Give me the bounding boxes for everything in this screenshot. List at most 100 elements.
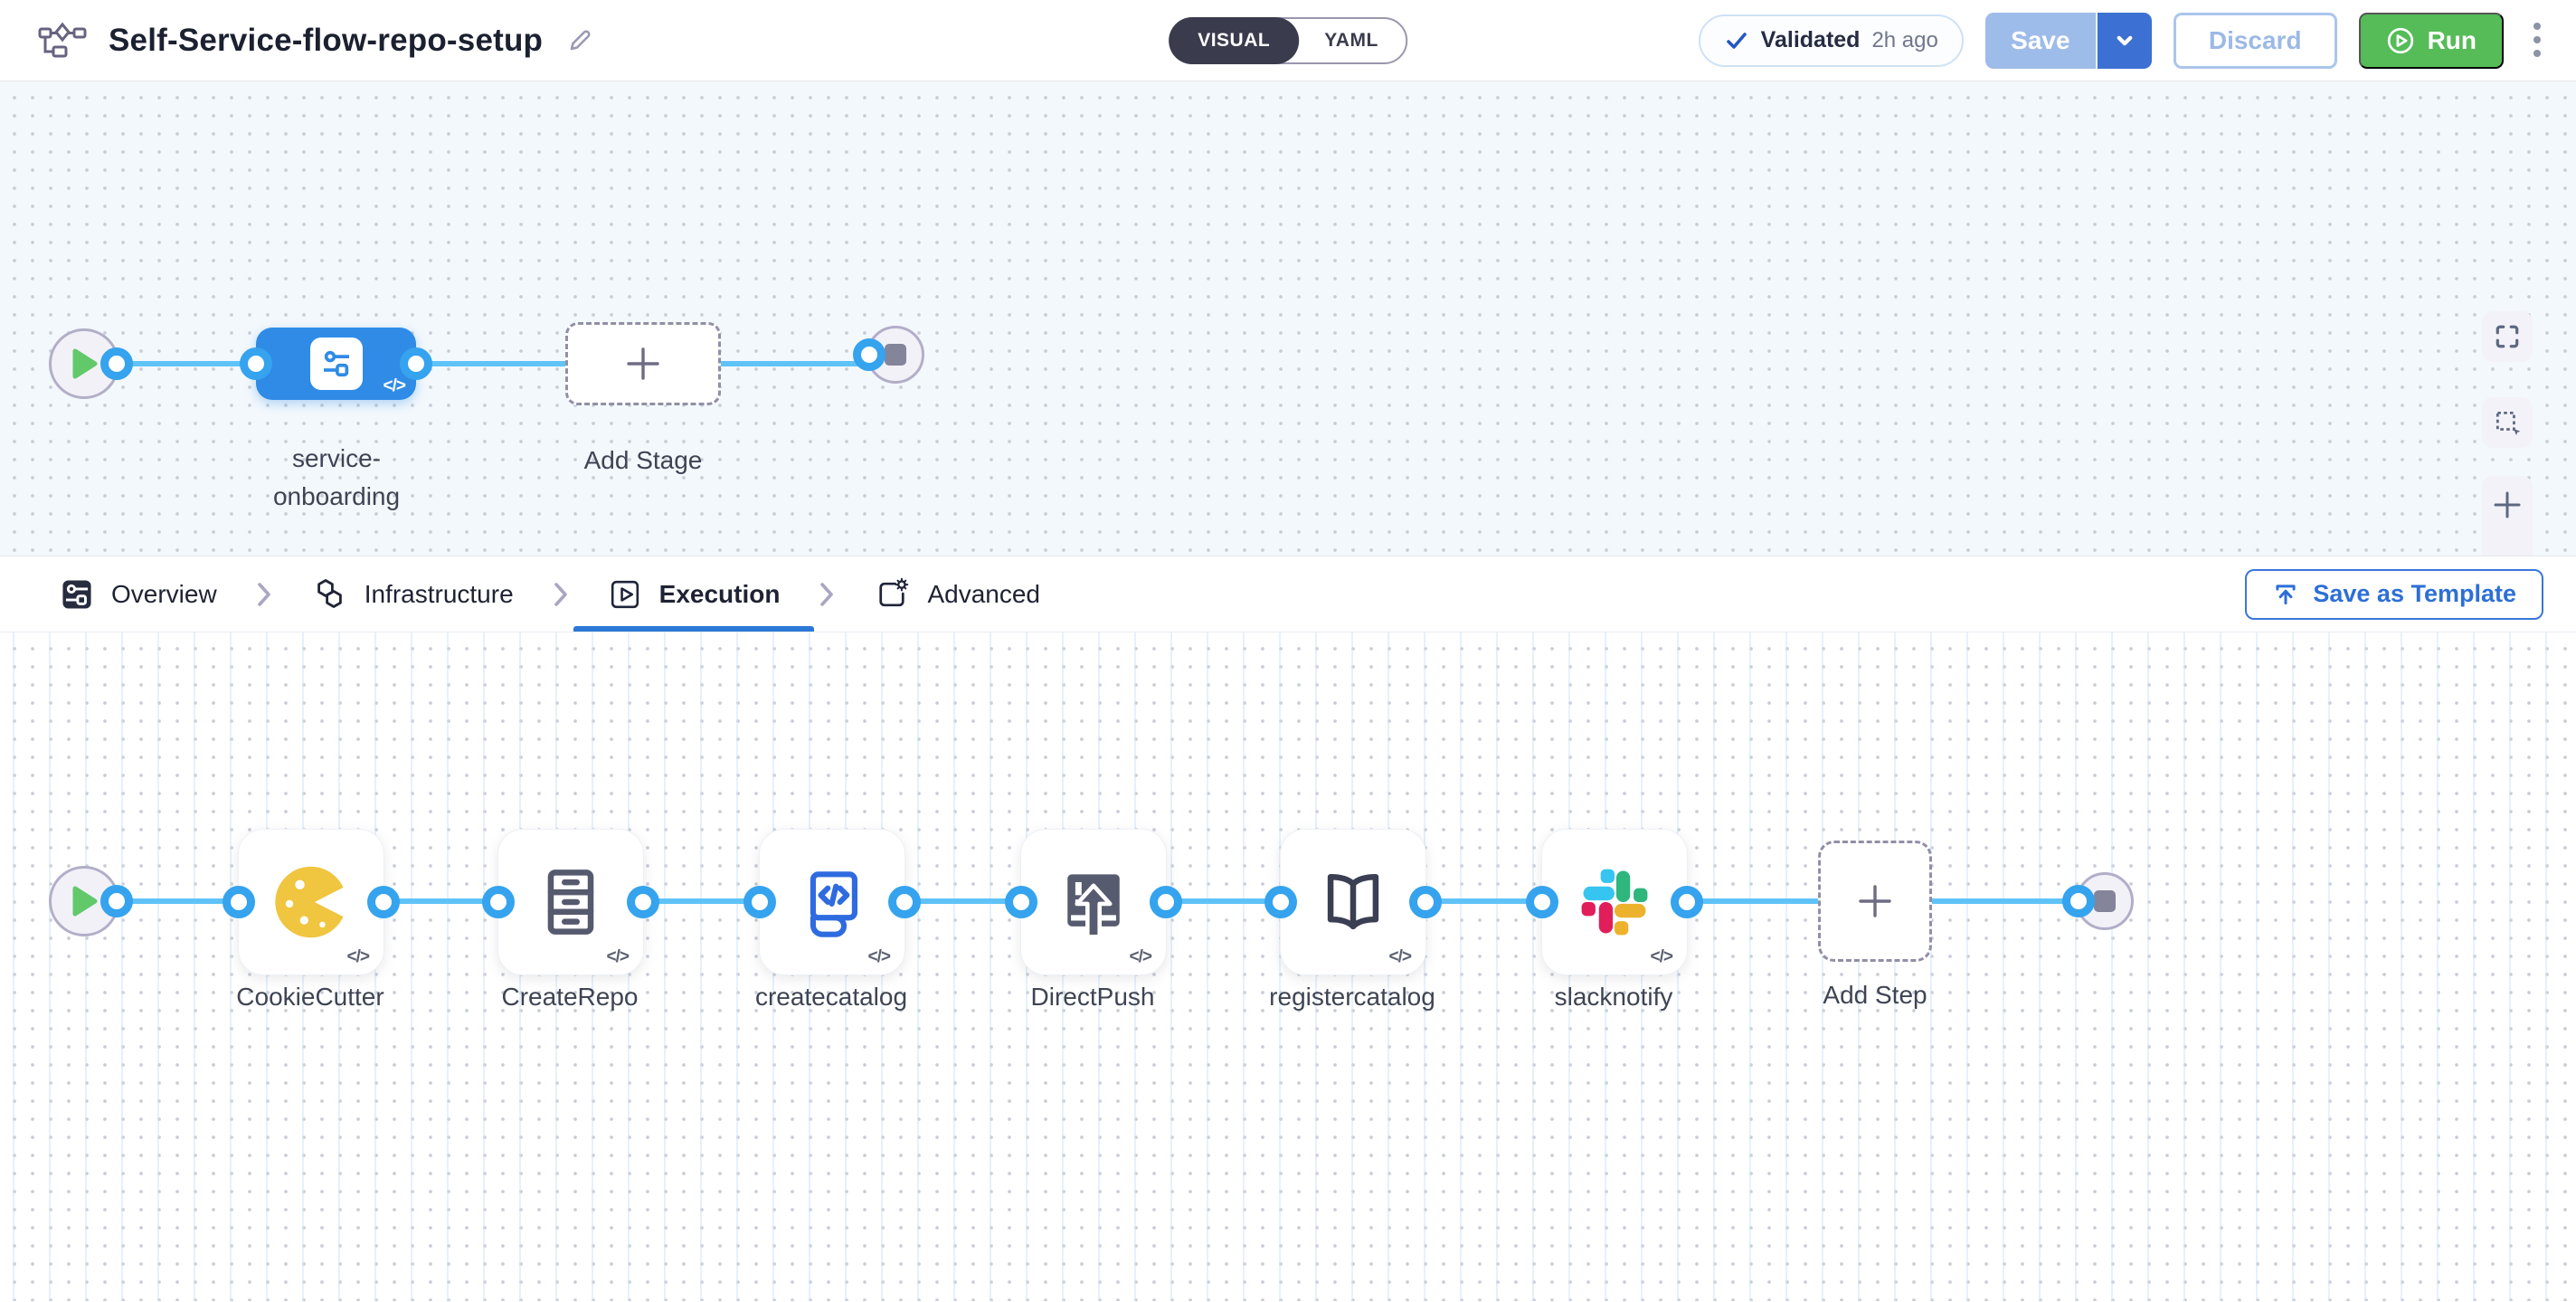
more-options-button[interactable] bbox=[2525, 20, 2549, 62]
port[interactable] bbox=[400, 347, 432, 380]
step-label: createcatalog bbox=[754, 983, 908, 1011]
visual-yaml-toggle: VISUAL YAML bbox=[1169, 16, 1407, 64]
port[interactable] bbox=[240, 347, 272, 380]
validated-time: 2h ago bbox=[1871, 27, 1938, 52]
tab-execution[interactable]: Execution bbox=[573, 556, 815, 632]
validated-badge[interactable]: Validated 2h ago bbox=[1698, 14, 1964, 67]
port[interactable] bbox=[367, 886, 400, 918]
stage-canvas[interactable]: </> service-onboarding Add Stage bbox=[0, 81, 2576, 556]
validated-label: Validated bbox=[1760, 27, 1861, 52]
plus-icon bbox=[623, 344, 663, 384]
stage-node-service-onboarding[interactable]: </> bbox=[240, 328, 432, 400]
port[interactable] bbox=[100, 347, 133, 380]
step-label: CookieCutter bbox=[236, 983, 384, 1011]
run-button[interactable]: Run bbox=[2358, 12, 2504, 69]
chevron-right-icon bbox=[550, 579, 572, 610]
port[interactable] bbox=[1526, 886, 1558, 918]
step-node-cookiecutter[interactable]: </> bbox=[223, 829, 400, 975]
step-node-directpush[interactable]: </> bbox=[1005, 829, 1182, 975]
port[interactable] bbox=[482, 886, 515, 918]
add-stage-label: Add Stage bbox=[583, 446, 703, 474]
save-dropdown-button[interactable] bbox=[2097, 12, 2152, 69]
step-node-slacknotify[interactable]: </> bbox=[1526, 829, 1703, 975]
tab-infrastructure[interactable]: Infrastructure bbox=[277, 556, 548, 632]
tab-label: Overview bbox=[111, 579, 217, 608]
drawer-cabinet-icon bbox=[547, 870, 594, 935]
stage-icon bbox=[309, 337, 363, 390]
add-step-label: Add Step bbox=[1823, 981, 1927, 1009]
step-label: registercatalog bbox=[1269, 983, 1435, 1011]
port[interactable] bbox=[853, 338, 886, 371]
kebab-icon bbox=[2533, 22, 2541, 57]
zoom-out-button[interactable] bbox=[2492, 546, 2523, 556]
save-split-button: Save bbox=[1984, 12, 2152, 69]
push-arrow-icon bbox=[1067, 874, 1120, 939]
code-badge: </> bbox=[606, 947, 630, 966]
discard-button[interactable]: Discard bbox=[2173, 12, 2337, 69]
port[interactable] bbox=[1409, 886, 1442, 918]
play-icon bbox=[72, 886, 98, 917]
step-label: DirectPush bbox=[1030, 983, 1155, 1011]
port[interactable] bbox=[1150, 886, 1182, 918]
add-stage-node[interactable] bbox=[565, 322, 721, 405]
advanced-icon bbox=[879, 577, 909, 606]
stop-icon bbox=[885, 344, 906, 366]
stage-label: service-onboarding bbox=[272, 444, 401, 510]
toggle-visual[interactable]: VISUAL bbox=[1169, 16, 1300, 64]
stop-icon bbox=[2094, 890, 2116, 912]
step-node-registercatalog[interactable]: </> bbox=[1264, 829, 1442, 975]
execution-canvas[interactable]: </> </> </> bbox=[0, 632, 2576, 1301]
plus-icon bbox=[1855, 881, 1895, 921]
edit-pencil-icon[interactable] bbox=[564, 25, 595, 56]
save-as-template-button[interactable]: Save as Template bbox=[2245, 568, 2543, 620]
fullscreen-icon bbox=[2496, 325, 2519, 348]
port[interactable] bbox=[627, 886, 659, 918]
port[interactable] bbox=[1671, 886, 1703, 918]
stage-edge bbox=[84, 361, 867, 366]
port[interactable] bbox=[223, 886, 255, 918]
stage-tabs: Overview Infrastructure Execution Advanc… bbox=[0, 556, 2576, 632]
port[interactable] bbox=[1005, 886, 1037, 918]
step-node-createcatalog[interactable]: </> bbox=[743, 829, 921, 975]
code-badge: </> bbox=[1388, 947, 1413, 966]
port[interactable] bbox=[1264, 886, 1297, 918]
header: Self-Service-flow-repo-setup VISUAL YAML… bbox=[0, 0, 2576, 81]
tab-label: Advanced bbox=[927, 579, 1041, 608]
port[interactable] bbox=[2062, 885, 2095, 917]
port[interactable] bbox=[888, 886, 921, 918]
zoom-in-button[interactable] bbox=[2492, 489, 2523, 520]
upload-icon bbox=[2276, 584, 2296, 604]
code-badge: </> bbox=[867, 947, 892, 966]
infrastructure-icon bbox=[317, 578, 342, 608]
flowchart-icon bbox=[38, 22, 87, 60]
zoom-controls bbox=[2482, 476, 2533, 556]
fit-to-screen-button[interactable] bbox=[2482, 311, 2533, 362]
code-badge: </> bbox=[1650, 947, 1674, 966]
chevron-right-icon bbox=[253, 579, 275, 610]
execution-start-node[interactable] bbox=[49, 866, 133, 936]
port[interactable] bbox=[100, 885, 133, 917]
save-as-template-label: Save as Template bbox=[2313, 580, 2516, 607]
step-node-createrepo[interactable]: </> bbox=[482, 829, 659, 975]
tab-advanced[interactable]: Advanced bbox=[839, 556, 1075, 632]
step-label: CreateRepo bbox=[501, 983, 639, 1011]
page-title: Self-Service-flow-repo-setup bbox=[109, 22, 544, 58]
run-label: Run bbox=[2427, 25, 2477, 54]
multi-select-button[interactable] bbox=[2482, 397, 2533, 448]
save-button[interactable]: Save bbox=[1984, 12, 2098, 69]
port[interactable] bbox=[743, 886, 776, 918]
add-step-node[interactable] bbox=[1818, 841, 1932, 962]
tab-label: Execution bbox=[658, 579, 781, 608]
code-badge: </> bbox=[383, 376, 407, 395]
pipeline-end-node[interactable] bbox=[853, 326, 924, 384]
pipeline-start-node[interactable] bbox=[49, 328, 133, 399]
code-catalog-icon bbox=[810, 871, 857, 937]
marquee-select-icon bbox=[2496, 411, 2521, 436]
header-actions: Validated 2h ago Save Discard Run bbox=[1698, 12, 2549, 69]
open-book-icon bbox=[1327, 873, 1379, 930]
chevron-right-icon bbox=[816, 579, 838, 610]
tab-overview[interactable]: Overview bbox=[25, 556, 251, 632]
execution-end-node[interactable] bbox=[2062, 872, 2134, 930]
toggle-yaml[interactable]: YAML bbox=[1324, 29, 1378, 51]
